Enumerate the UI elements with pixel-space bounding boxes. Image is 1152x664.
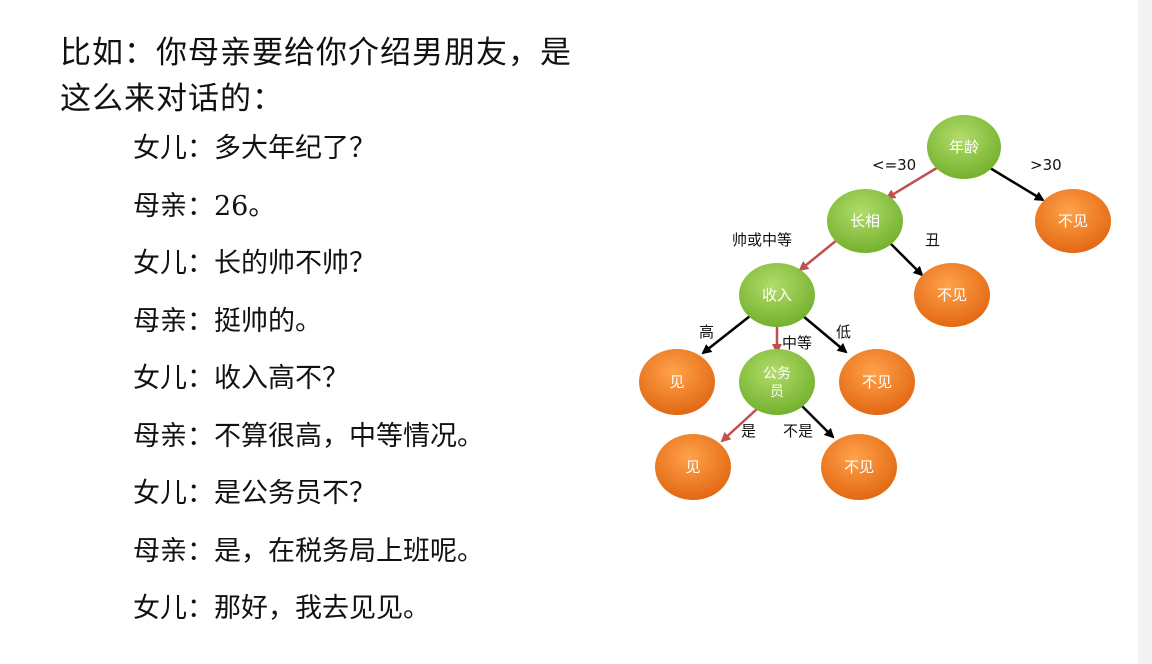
dialog-line: 母亲：26。 <box>133 184 484 242</box>
node-reject-looks: 不见 <box>914 263 990 327</box>
edge-income-meet <box>701 315 751 355</box>
edge-age-looks <box>885 164 941 200</box>
speaker: 母亲： <box>133 535 214 567</box>
svg-text:收入: 收入 <box>762 286 792 304</box>
dialog-line: 女儿：长的帅不帅？ <box>133 241 484 299</box>
speaker: 母亲： <box>133 420 214 452</box>
node-meet-cs: 见 <box>655 434 731 500</box>
svg-text:年龄: 年龄 <box>949 138 979 156</box>
node-reject-income: 不见 <box>839 349 915 415</box>
dialog-list: 女儿：多大年纪了？ 母亲：26。 女儿：长的帅不帅？ 母亲：挺帅的。 女儿：收入… <box>133 126 484 644</box>
dialog-line: 女儿：收入高不？ <box>133 356 484 414</box>
dialog-line: 母亲：是，在税务局上班呢。 <box>133 529 484 587</box>
node-reject-age: 不见 <box>1035 189 1111 253</box>
edge-label: 帅或中等 <box>732 231 792 249</box>
dialog-line: 母亲：不算很高，中等情况。 <box>133 414 484 472</box>
node-income: 收入 <box>739 263 815 327</box>
utterance: 不算很高，中等情况。 <box>214 420 484 452</box>
edge-label: 低 <box>836 323 851 341</box>
speaker: 女儿： <box>133 133 214 164</box>
svg-text:不见: 不见 <box>1058 212 1088 230</box>
edge-income-reject <box>802 315 848 354</box>
node-reject-cs: 不见 <box>821 434 897 500</box>
edge-age-reject <box>989 166 1045 202</box>
utterance: 是公务员不？ <box>214 478 376 509</box>
speaker: 女儿： <box>133 248 214 279</box>
svg-text:长相: 长相 <box>850 212 880 230</box>
slide-edge-strip <box>1138 0 1152 664</box>
svg-text:见: 见 <box>669 373 684 391</box>
speaker: 女儿： <box>133 363 214 394</box>
dialog-line: 女儿：是公务员不？ <box>133 471 484 529</box>
node-looks: 长相 <box>827 189 903 253</box>
speaker: 母亲： <box>133 190 214 222</box>
utterance: 挺帅的。 <box>214 305 322 337</box>
edge-cs-meet <box>720 407 759 443</box>
svg-text:公务: 公务 <box>763 366 791 382</box>
node-age: 年龄 <box>927 115 1001 179</box>
edge-label: >30 <box>1030 156 1062 174</box>
edge-cs-reject <box>799 403 835 439</box>
edge-label: 中等 <box>782 334 812 352</box>
slide-title: 比如：你母亲要给你介绍男朋友，是这么来对话的： <box>60 35 572 117</box>
edge-looks-reject <box>886 239 924 277</box>
node-civil-servant: 公务 员 <box>739 349 815 415</box>
utterance: 26。 <box>214 190 276 222</box>
speaker: 女儿： <box>133 478 214 509</box>
edge-label: <=30 <box>872 156 916 174</box>
svg-text:员: 员 <box>770 384 784 400</box>
utterance: 那好，我去见见。 <box>214 593 430 624</box>
edge-label: 不是 <box>783 422 813 440</box>
svg-text:不见: 不见 <box>862 373 892 391</box>
utterance: 多大年纪了？ <box>214 133 376 164</box>
speaker: 母亲： <box>133 305 214 337</box>
dialog-line: 母亲：挺帅的。 <box>133 299 484 357</box>
svg-text:不见: 不见 <box>844 458 874 476</box>
dialog-line: 女儿：那好，我去见见。 <box>133 586 484 644</box>
svg-text:不见: 不见 <box>937 286 967 304</box>
edge-looks-income <box>798 239 838 272</box>
utterance: 收入高不？ <box>214 363 349 394</box>
node-meet-high: 见 <box>639 349 715 415</box>
edge-label: 是 <box>741 422 756 440</box>
utterance: 是，在税务局上班呢。 <box>214 535 484 567</box>
decision-tree: <=30 >30 帅或中等 丑 高 中等 低 是 不是 年龄 不见 长相 不见 … <box>639 115 1111 500</box>
edge-label: 丑 <box>925 231 940 249</box>
svg-text:见: 见 <box>685 458 700 476</box>
dialog-line: 女儿：多大年纪了？ <box>133 126 484 184</box>
utterance: 长的帅不帅？ <box>214 248 376 279</box>
edge-label: 高 <box>699 323 714 341</box>
speaker: 女儿： <box>133 593 214 624</box>
